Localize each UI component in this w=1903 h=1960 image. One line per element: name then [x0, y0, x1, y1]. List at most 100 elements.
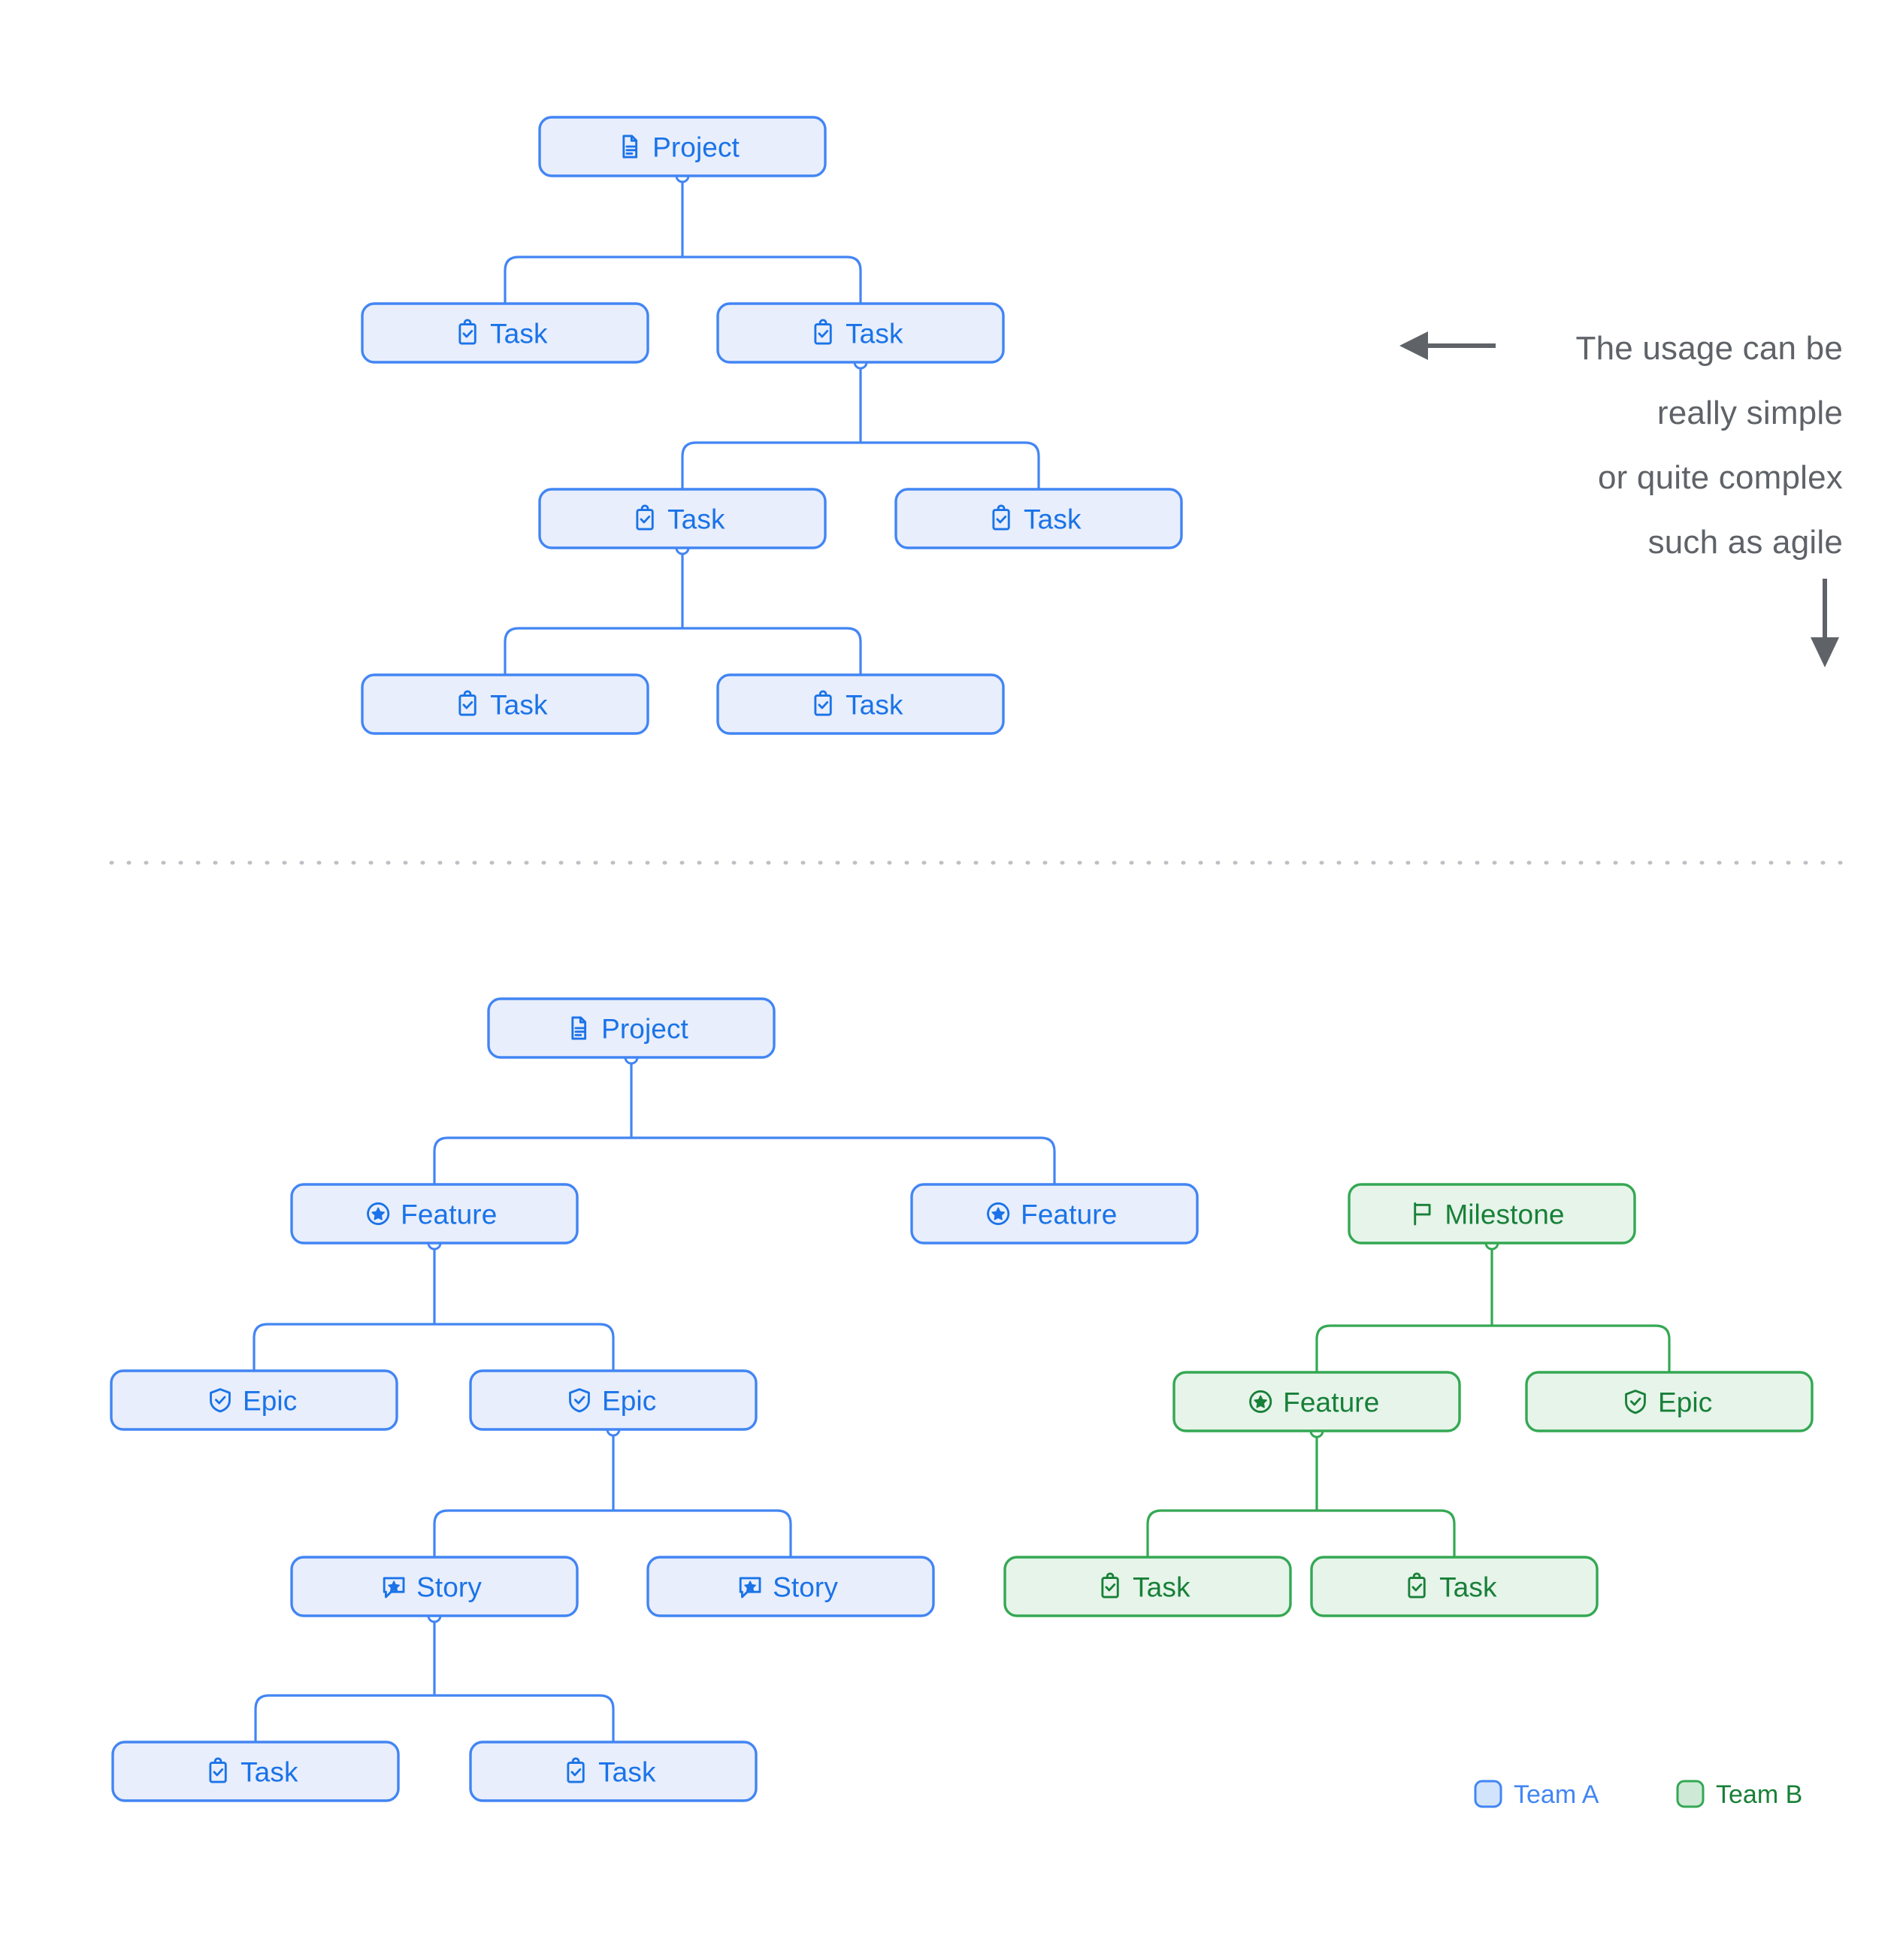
node-box: [646, 1556, 935, 1617]
node-label: Task: [490, 690, 548, 721]
node-story[interactable]: Story: [646, 1556, 935, 1617]
legend-label-team-b: Team B: [1716, 1780, 1802, 1809]
node-box: [487, 997, 776, 1059]
node-label: Story: [773, 1572, 838, 1603]
node-box: [910, 1183, 1199, 1245]
clipboard-check-icon: [814, 690, 832, 716]
node-box: [1172, 1371, 1461, 1432]
node-label: Task: [241, 1757, 298, 1788]
node-task[interactable]: Task: [538, 488, 827, 549]
node-epic[interactable]: Epic: [1525, 1371, 1814, 1432]
node-task[interactable]: Task: [111, 1741, 400, 1802]
node-task[interactable]: Task: [894, 488, 1183, 549]
edge-connector: [433, 1429, 792, 1557]
node-label: Milestone: [1445, 1199, 1564, 1230]
node-box: [290, 1183, 579, 1245]
edge-connector: [1315, 1243, 1671, 1372]
shield-check-icon: [569, 1388, 590, 1413]
node-label: Feature: [401, 1199, 497, 1230]
node-box: [469, 1369, 758, 1431]
star-circle-icon: [1249, 1390, 1272, 1414]
node-task[interactable]: Task: [1003, 1556, 1292, 1617]
node-story[interactable]: Story: [290, 1556, 579, 1617]
edge-connector: [433, 1057, 1056, 1184]
node-epic[interactable]: Epic: [110, 1369, 398, 1431]
clipboard-check-icon: [814, 319, 832, 345]
legend-swatch-team-a: [1474, 1780, 1502, 1808]
node-label: Task: [490, 319, 548, 349]
node-box: [361, 302, 649, 364]
node-box: [469, 1741, 758, 1802]
shield-check-icon: [210, 1388, 231, 1413]
legend: Team A Team B: [1474, 1780, 1802, 1809]
edge-connector: [254, 1616, 615, 1742]
clipboard-check-icon: [1408, 1572, 1426, 1599]
node-box: [1003, 1556, 1292, 1617]
edge-connector: [681, 362, 1040, 489]
edge-connector: [504, 548, 862, 675]
arrow-down-icon: [1811, 579, 1839, 667]
node-box: [111, 1741, 400, 1802]
node-box: [716, 673, 1005, 735]
legend-label-team-a: Team A: [1514, 1780, 1599, 1809]
star-circle-icon: [367, 1202, 390, 1226]
node-task[interactable]: Task: [469, 1741, 758, 1802]
node-task[interactable]: Task: [361, 302, 649, 364]
node-box: [361, 673, 649, 735]
chat-star-icon: [739, 1577, 761, 1599]
flag-icon: [1414, 1202, 1431, 1226]
node-task[interactable]: Task: [1310, 1556, 1599, 1617]
annotation-line-0: The usage can be: [1576, 330, 1843, 367]
node-box: [1310, 1556, 1599, 1617]
node-label: Task: [846, 690, 903, 721]
annotation-line-1: really simple: [1657, 395, 1843, 431]
clipboard-check-icon: [458, 690, 477, 716]
node-project[interactable]: Project: [538, 116, 827, 177]
shield-check-icon: [1625, 1390, 1646, 1414]
node-label: Task: [1439, 1572, 1497, 1603]
node-milestone[interactable]: Milestone: [1348, 1183, 1636, 1245]
node-label: Epic: [243, 1386, 297, 1417]
clipboard-check-icon: [209, 1757, 227, 1783]
node-box: [538, 116, 827, 177]
node-label: Story: [416, 1572, 482, 1603]
legend-item-team-a[interactable]: Team A: [1474, 1780, 1599, 1809]
chat-star-icon: [383, 1577, 405, 1599]
node-label: Task: [1024, 504, 1082, 535]
legend-item-team-b[interactable]: Team B: [1676, 1780, 1802, 1809]
node-box: [894, 488, 1183, 549]
node-label: Feature: [1283, 1387, 1379, 1418]
legend-swatch-team-b: [1676, 1780, 1705, 1808]
clipboard-check-icon: [458, 319, 477, 345]
node-task[interactable]: Task: [716, 302, 1005, 364]
node-epic[interactable]: Epic: [469, 1369, 758, 1431]
edge-connector: [1146, 1431, 1456, 1557]
node-label: Project: [652, 132, 740, 163]
node-feature[interactable]: Feature: [290, 1183, 579, 1245]
node-label: Feature: [1021, 1199, 1117, 1230]
node-feature[interactable]: Feature: [910, 1183, 1199, 1245]
clipboard-check-icon: [992, 504, 1010, 531]
node-feature[interactable]: Feature: [1172, 1371, 1461, 1432]
edge-connector: [253, 1243, 615, 1371]
document-icon: [571, 1016, 587, 1040]
node-label: Project: [601, 1014, 688, 1045]
node-task[interactable]: Task: [716, 673, 1005, 735]
node-task[interactable]: Task: [361, 673, 649, 735]
edge-connector: [504, 176, 862, 304]
clipboard-check-icon: [636, 504, 654, 531]
node-label: Task: [598, 1757, 656, 1788]
document-icon: [622, 135, 638, 159]
clipboard-check-icon: [1101, 1572, 1119, 1599]
node-project[interactable]: Project: [487, 997, 776, 1059]
node-box: [290, 1556, 579, 1617]
node-label: Task: [1133, 1572, 1191, 1603]
node-box: [110, 1369, 398, 1431]
annotation-line-3: such as agile: [1648, 524, 1843, 561]
star-circle-icon: [987, 1202, 1010, 1226]
arrow-left-icon: [1399, 331, 1496, 360]
node-box: [538, 488, 827, 549]
